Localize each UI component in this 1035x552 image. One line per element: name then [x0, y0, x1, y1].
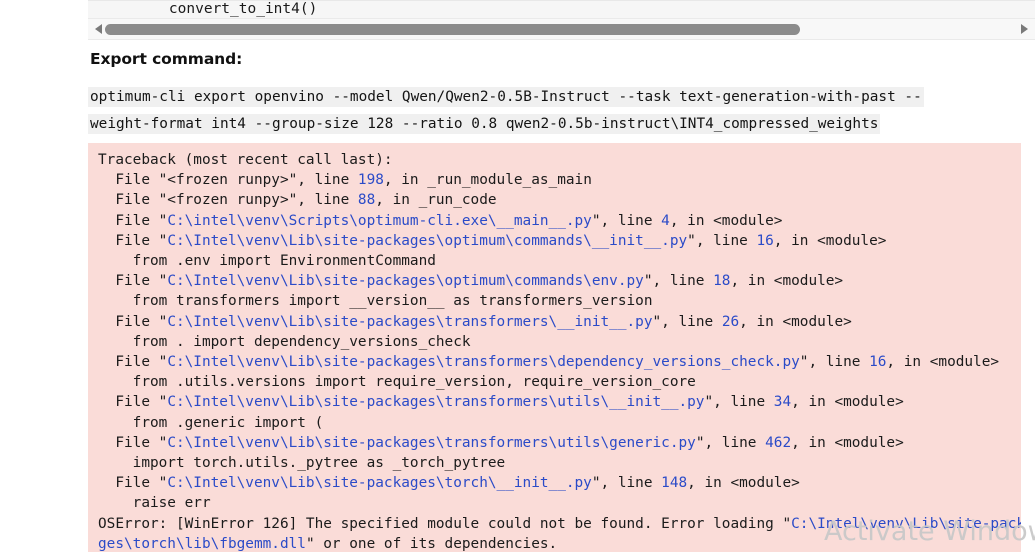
- export-command-line-1: optimum-cli export openvino --model Qwen…: [88, 84, 1028, 111]
- export-command-line-1-text: optimum-cli export openvino --model Qwen…: [88, 87, 924, 107]
- code-block-scrolled: convert_to_int4(): [88, 1, 1035, 18]
- export-command-heading: Export command:: [90, 50, 243, 68]
- top-divider: [88, 0, 1035, 1]
- horizontal-scrollbar[interactable]: [88, 18, 1035, 40]
- scrollbar-thumb[interactable]: [105, 24, 800, 35]
- export-command-line-2: weight-format int4 --group-size 128 --ra…: [88, 111, 1028, 138]
- traceback-text: Traceback (most recent call last): File …: [98, 152, 1021, 552]
- traceback-error-block: Traceback (most recent call last): File …: [88, 143, 1021, 552]
- left-margin-gutter: [0, 0, 88, 552]
- triangle-left-icon[interactable]: [90, 19, 107, 39]
- export-command-line-2-text: weight-format int4 --group-size 128 --ra…: [88, 114, 881, 134]
- export-command-code: optimum-cli export openvino --model Qwen…: [88, 84, 1028, 138]
- triangle-right-icon[interactable]: [1016, 19, 1033, 39]
